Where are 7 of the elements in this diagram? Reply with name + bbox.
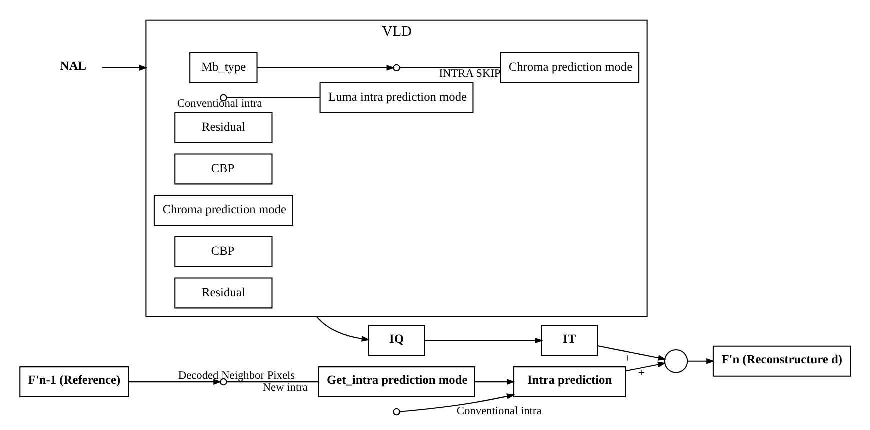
edge-label: Decoded Neighbor Pixels bbox=[178, 370, 295, 382]
edge-label: + bbox=[638, 367, 644, 380]
edge-label: + bbox=[624, 352, 630, 365]
node-text: NAL bbox=[60, 59, 86, 74]
edge-label: Conventional intra bbox=[176, 98, 262, 110]
edge-label: New intra bbox=[262, 382, 308, 394]
edge-label: Conventional intra bbox=[456, 406, 542, 418]
